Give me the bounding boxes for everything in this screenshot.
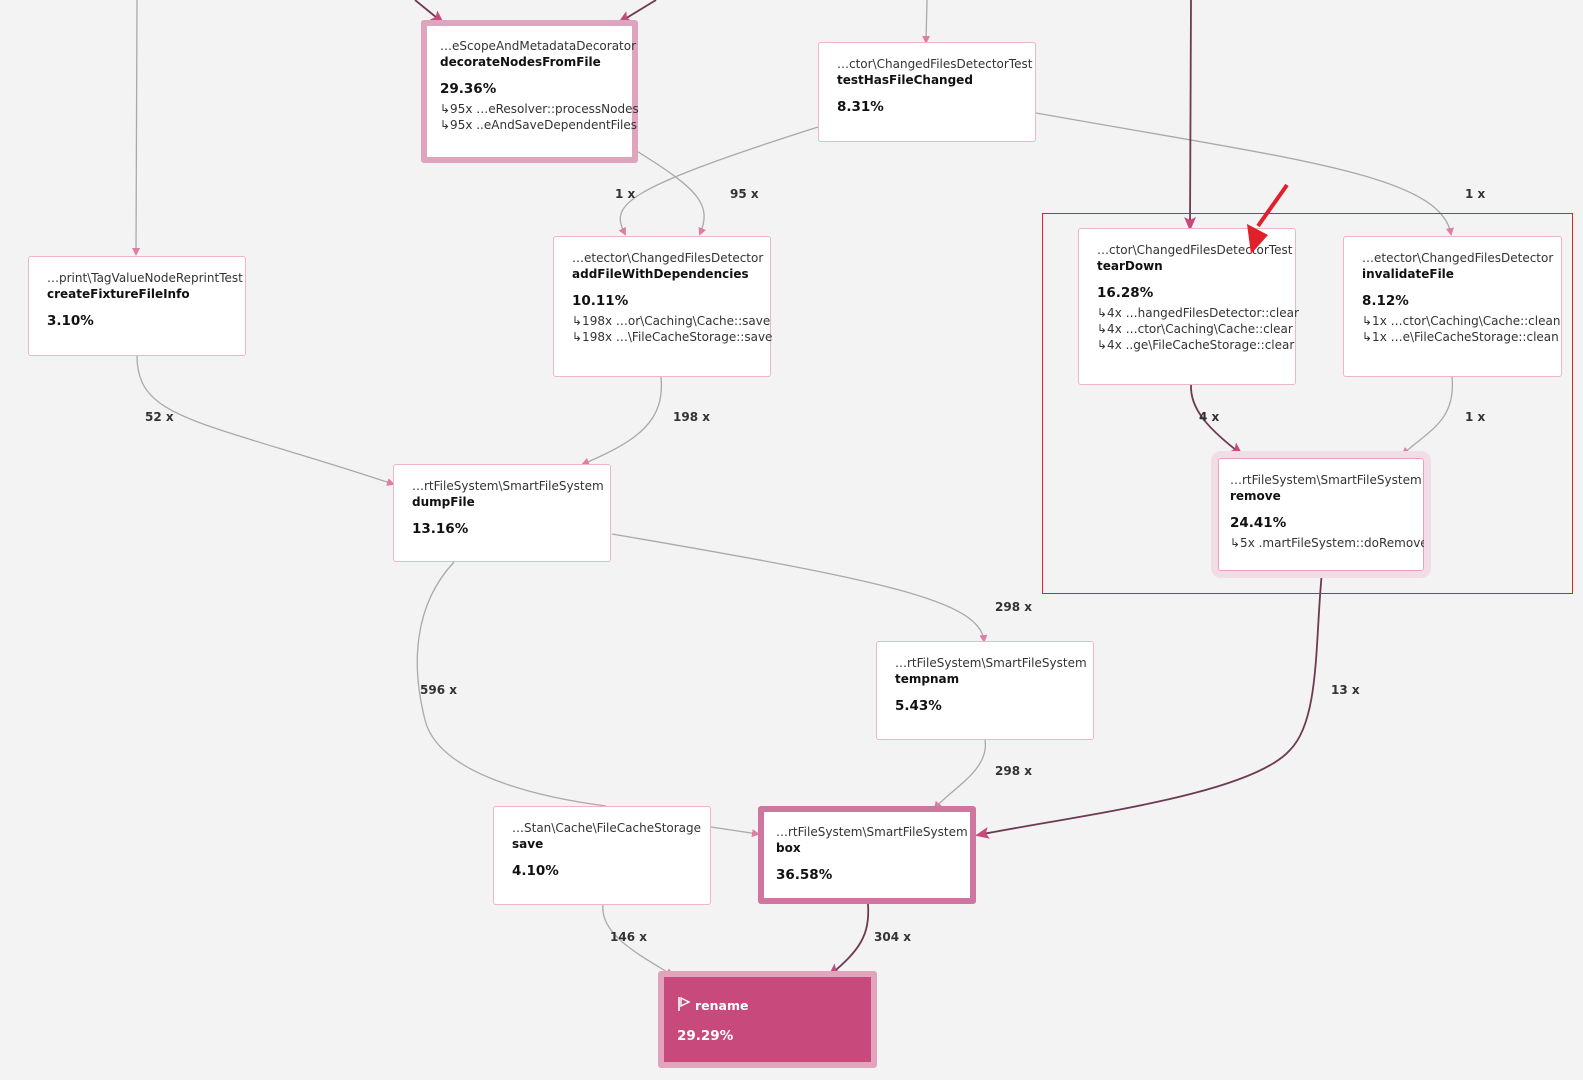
node-callee: ↳95x …eResolver::processNodes [440,102,639,116]
edge-box-to-rename [827,903,870,977]
node-function: dumpFile [412,495,475,509]
edge-label: 198 x [673,410,710,424]
edge-label: 146 x [610,930,647,944]
node-percent: 5.43% [895,698,942,714]
node-function: testHasFileChanged [837,73,973,87]
highlight-callout-box [1042,213,1573,594]
edge-in-createFixture [132,0,141,256]
edge-decorate-to-addfile [634,149,706,236]
edge-label: 1 x [1465,187,1486,201]
edge-in-teardown [1184,0,1197,231]
node-namespace: …rtFileSystem\SmartFileSystem [412,479,604,493]
node-function: tempnam [895,672,960,686]
node-function: remove [1230,489,1281,503]
edge-tempnam-to-box [933,739,986,810]
edge-label: 52 x [145,410,174,424]
node-namespace: …rtFileSystem\SmartFileSystem [1230,473,1422,487]
node-function: tearDown [1097,259,1163,273]
edge-label: 304 x [874,930,911,944]
node-percent: 10.11% [572,293,629,309]
node-tempnam[interactable]: …rtFileSystem\SmartFileSystem tempnam 5.… [876,641,1094,740]
node-function: rename [695,998,749,1013]
flag-icon [677,996,691,1015]
node-percent: 29.29% [677,1028,734,1044]
node-percent: 13.16% [412,521,469,537]
edge-dumpfile-to-box [416,561,607,807]
node-namespace: …eScopeAndMetadataDecorator [440,39,637,53]
edge-label: 95 x [730,187,759,201]
edge-label: 1 x [615,187,636,201]
node-addFileWithDependencies[interactable]: …etector\ChangedFilesDetector addFileWit… [553,236,773,377]
node-rename[interactable]: rename 29.29% [658,971,877,1068]
edge-save-to-rename [602,904,674,977]
node-function: box [776,841,801,855]
edge-teardown-to-remove [1190,384,1244,456]
node-namespace: …etector\ChangedFilesDetector [572,251,764,265]
node-tearDown[interactable]: …ctor\ChangedFilesDetectorTest tearDown … [1078,228,1299,385]
node-function: save [512,837,544,851]
node-function: addFileWithDependencies [572,267,749,281]
edge-label: 4 x [1199,410,1220,424]
edge-remove-to-box [975,571,1323,839]
edge-label: 298 x [995,764,1032,778]
node-box[interactable]: …rtFileSystem\SmartFileSystem box 36.58% [758,806,976,904]
edge-save-to-box [710,826,760,838]
edge-in-testHasFileChanged [922,0,931,44]
node-invalidateFile[interactable]: …etector\ChangedFilesDetector invalidate… [1343,236,1562,377]
edge-label: 596 x [420,683,457,697]
node-percent: 16.28% [1097,285,1154,301]
edge-dumpfile-to-tempnam [611,533,988,643]
node-percent: 36.58% [776,867,833,883]
node-percent: 29.36% [440,81,497,97]
node-callee: ↳1x …ctor\Caching\Cache::clean [1362,314,1561,328]
node-dumpFile[interactable]: …rtFileSystem\SmartFileSystem dumpFile 1… [393,464,611,562]
node-callee: ↳4x ..ge\FileCacheStorage::clear [1097,338,1295,352]
node-callee: ↳198x …or\Caching\Cache::save [572,314,771,328]
node-callee: ↳1x …e\FileCacheStorage::clean [1362,330,1559,344]
edge-label: 298 x [995,600,1032,614]
edge-in-decorate-left [414,0,445,24]
edge-fixture-to-dumpfile [136,355,395,486]
edge-addfile-to-dumpfile [581,376,663,466]
node-namespace: …Stan\Cache\FileCacheStorage [512,821,702,835]
node-callee: ↳4x …hangedFilesDetector::clear [1097,306,1299,320]
node-percent: 4.10% [512,863,559,879]
edge-label: 13 x [1331,683,1360,697]
node-createFixtureFileInfo[interactable]: …print\TagValueNodeReprintTest createFix… [28,256,246,356]
node-percent: 24.41% [1230,515,1287,531]
node-function: createFixtureFileInfo [47,287,190,301]
node-namespace: …ctor\ChangedFilesDetectorTest [837,57,1033,71]
node-FileCacheStorage-save[interactable]: …Stan\Cache\FileCacheStorage save 4.10% [493,806,711,905]
node-callee: ↳95x ..eAndSaveDependentFiles [440,118,638,132]
node-percent: 8.12% [1362,293,1409,309]
node-remove[interactable]: …rtFileSystem\SmartFileSystem remove 24.… [1211,451,1431,578]
edge-label: 1 x [1465,410,1486,424]
node-testHasFileChanged[interactable]: …ctor\ChangedFilesDetectorTest testHasFi… [818,42,1036,142]
node-callee: ↳5x .martFileSystem::doRemove [1230,536,1428,550]
node-namespace: …rtFileSystem\SmartFileSystem [895,656,1087,670]
edge-test-to-addfile [618,126,819,236]
node-callee: ↳4x …ctor\Caching\Cache::clear [1097,322,1293,336]
node-function: decorateNodesFromFile [440,55,601,69]
node-namespace: …rtFileSystem\SmartFileSystem [776,825,968,839]
node-namespace: …print\TagValueNodeReprintTest [47,271,243,285]
node-namespace: …etector\ChangedFilesDetector [1362,251,1554,265]
edge-test-to-invalidate [1035,112,1454,236]
node-percent: 3.10% [47,313,94,329]
edge-invalidate-to-remove [1401,376,1454,456]
node-function: invalidateFile [1362,267,1454,281]
edge-in-decorate-right [617,0,657,24]
node-callee: ↳198x …\FileCacheStorage::save [572,330,773,344]
node-decorateNodesFromFile[interactable]: …eScopeAndMetadataDecorator decorateNode… [421,20,639,163]
node-namespace: …ctor\ChangedFilesDetectorTest [1097,243,1293,257]
node-percent: 8.31% [837,99,884,115]
